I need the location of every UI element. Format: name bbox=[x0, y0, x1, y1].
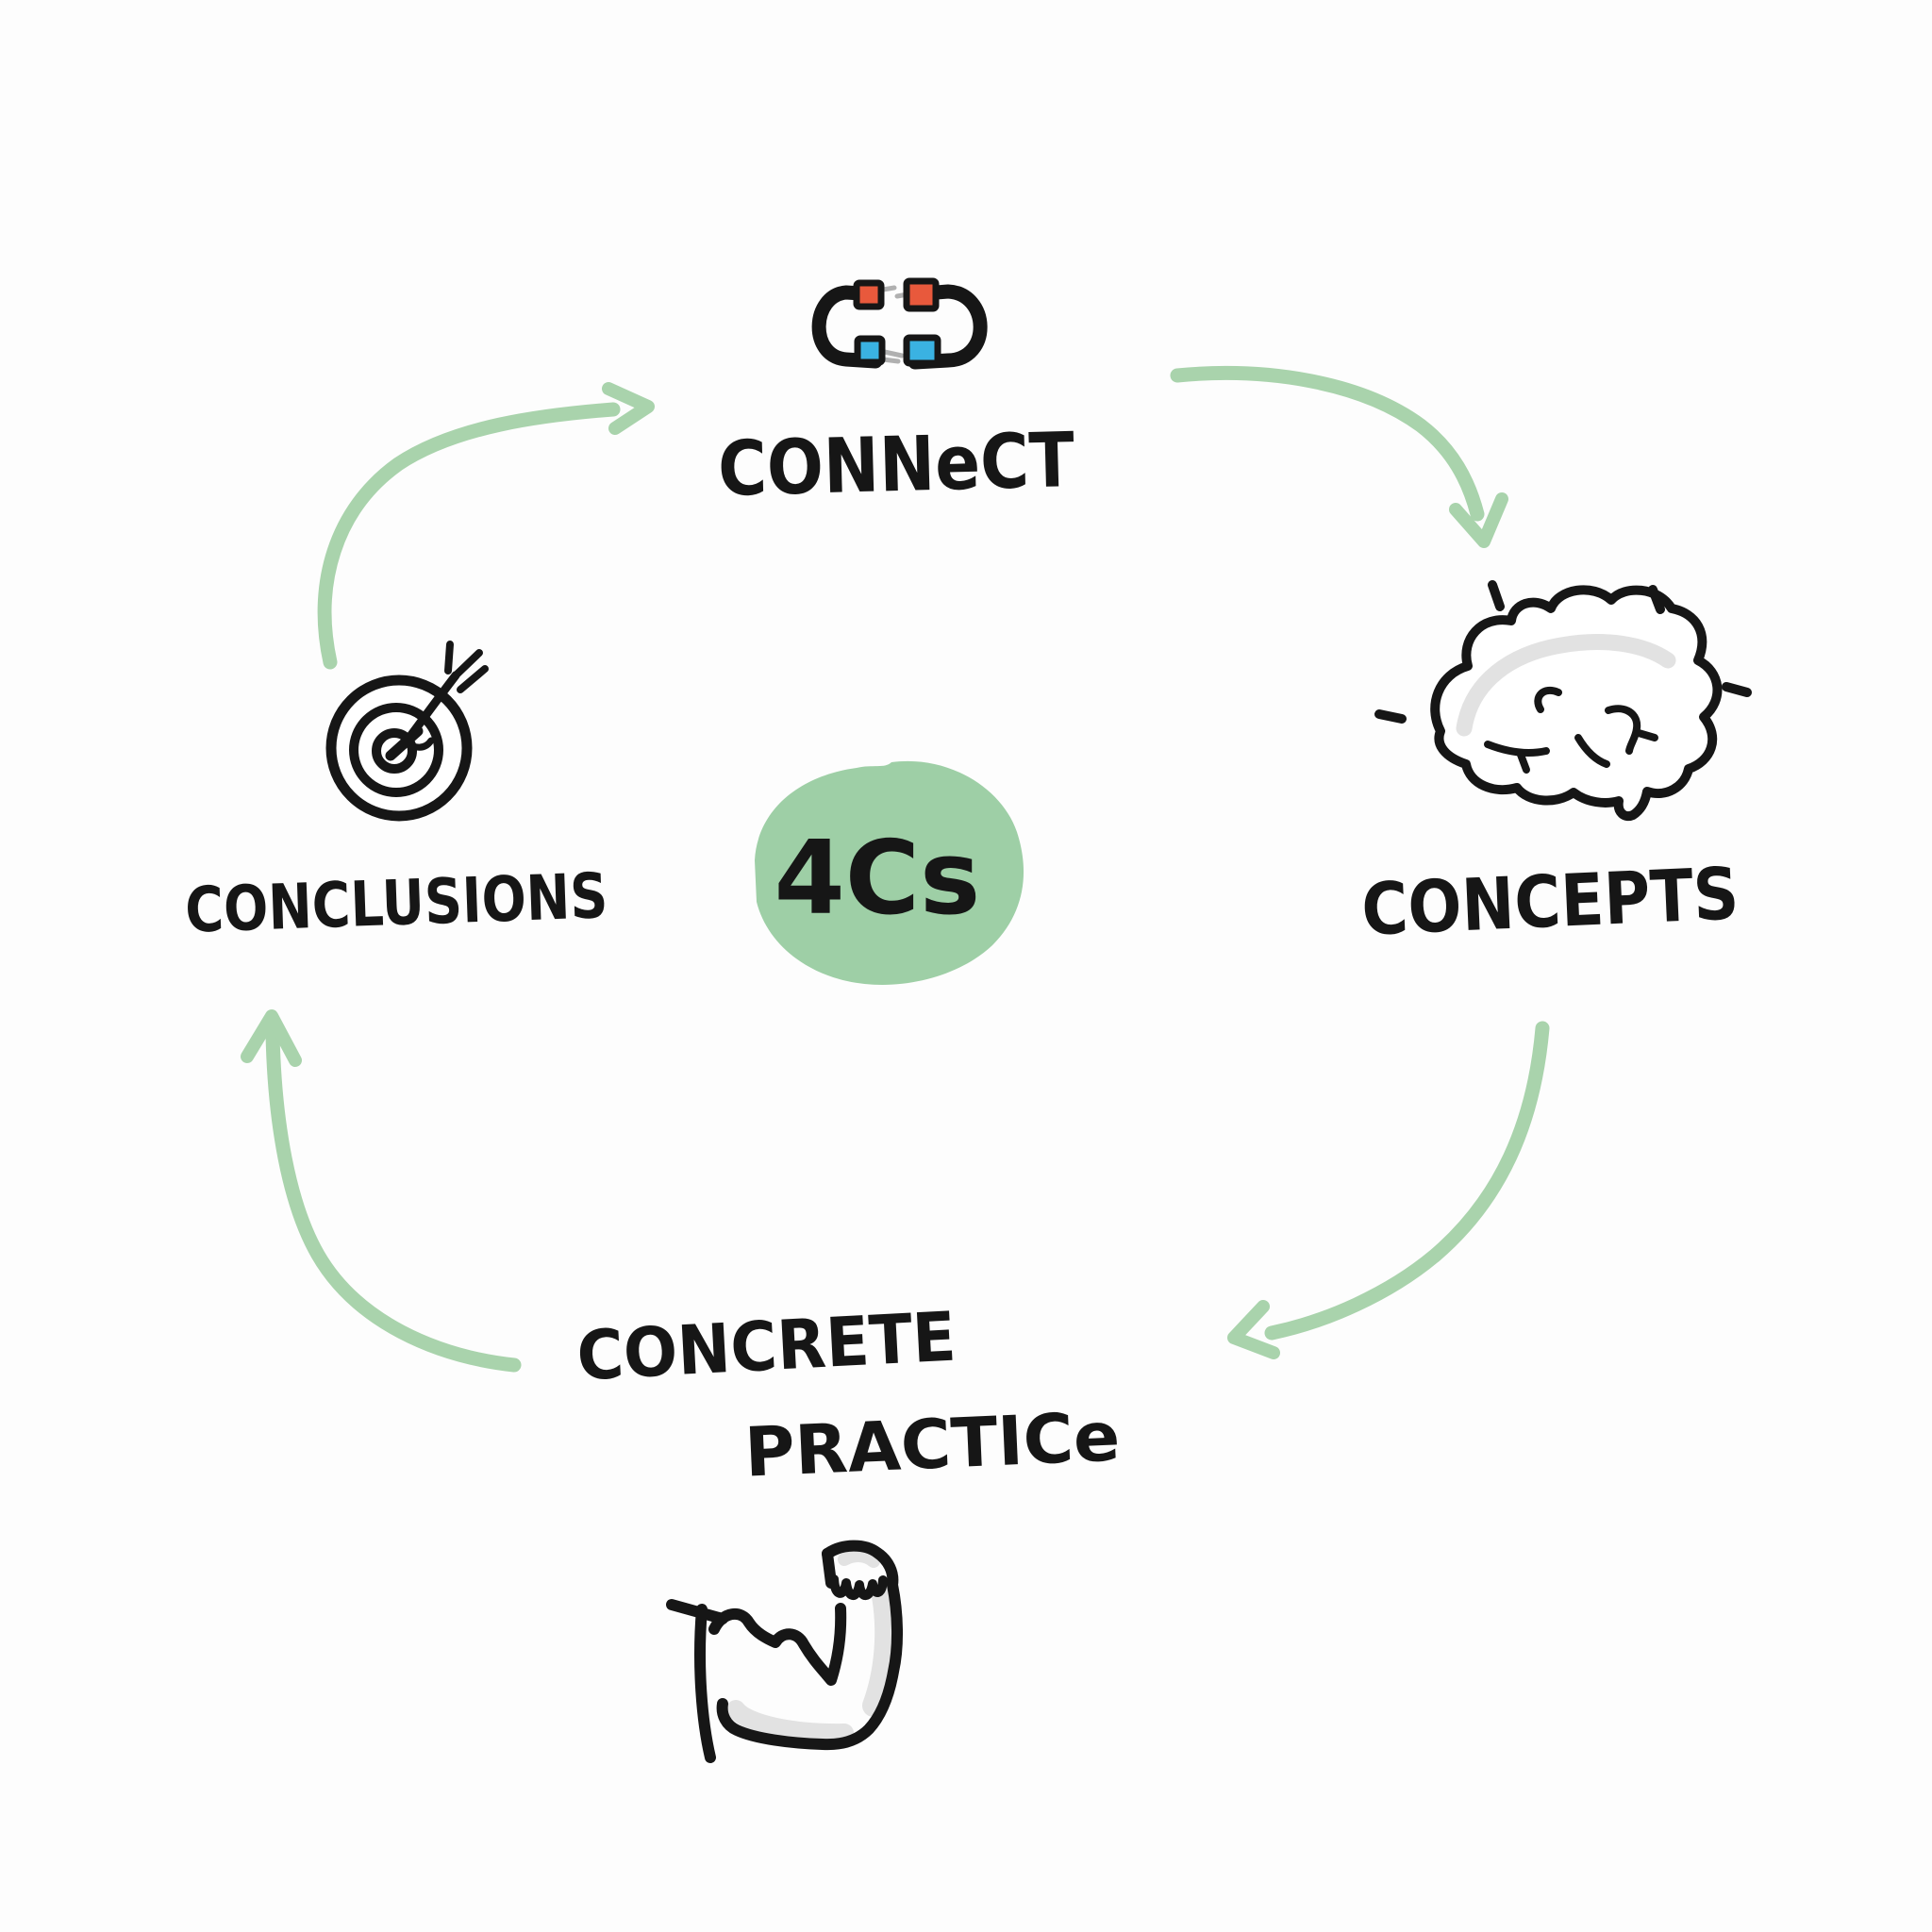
bicep-shading bbox=[726, 1549, 898, 1743]
bicep-outline bbox=[666, 1540, 903, 1763]
conclusions-label: CONCLUSIONS bbox=[184, 859, 608, 947]
right-magnet-north-pole bbox=[903, 277, 940, 312]
arrow-shaft bbox=[317, 402, 621, 670]
right-magnet-body bbox=[906, 284, 988, 370]
arrow-concepts-to-concrete-practice bbox=[1227, 1021, 1550, 1359]
target-arrow bbox=[385, 641, 489, 761]
connect-label: CONNeCT bbox=[717, 416, 1076, 513]
left-magnet-body bbox=[811, 285, 883, 369]
magnet-icon bbox=[811, 277, 988, 370]
left-magnet-south-pole bbox=[854, 335, 886, 366]
left-magnet-north-pole bbox=[853, 279, 885, 310]
brain-shading bbox=[1456, 634, 1676, 737]
flexed-bicep-icon bbox=[666, 1540, 903, 1763]
bicep-knuckles bbox=[829, 1574, 888, 1601]
arrow-shaft bbox=[1264, 1021, 1550, 1341]
brain-outline bbox=[1430, 585, 1723, 822]
center-node: 4Cs bbox=[755, 760, 1024, 985]
center-label: 4Cs bbox=[774, 820, 981, 938]
arrow-concrete-practice-to-conclusions bbox=[241, 1009, 522, 1373]
arrow-shaft bbox=[265, 1026, 522, 1373]
brain-icon bbox=[1374, 580, 1752, 822]
concrete-practice-label-line2: PRACTICe bbox=[743, 1396, 1122, 1491]
concrete-practice-label-line1: CONCRETE bbox=[575, 1297, 958, 1396]
arrowhead bbox=[1227, 1300, 1280, 1359]
concepts-label: CONCEPTS bbox=[1359, 851, 1740, 951]
brain-folds bbox=[1484, 687, 1658, 774]
arrowhead bbox=[1449, 492, 1508, 548]
arrow-conclusions-to-connect bbox=[317, 382, 655, 670]
arrowhead bbox=[602, 382, 655, 435]
arrow-connect-to-concepts bbox=[1170, 366, 1508, 548]
right-magnet-south-pole bbox=[903, 334, 941, 367]
brain-sparkle-dashes bbox=[1374, 580, 1752, 724]
arrowhead bbox=[241, 1009, 302, 1067]
center-blob bbox=[755, 760, 1024, 985]
arrow-shaft bbox=[1170, 366, 1485, 522]
target-icon bbox=[325, 641, 489, 822]
